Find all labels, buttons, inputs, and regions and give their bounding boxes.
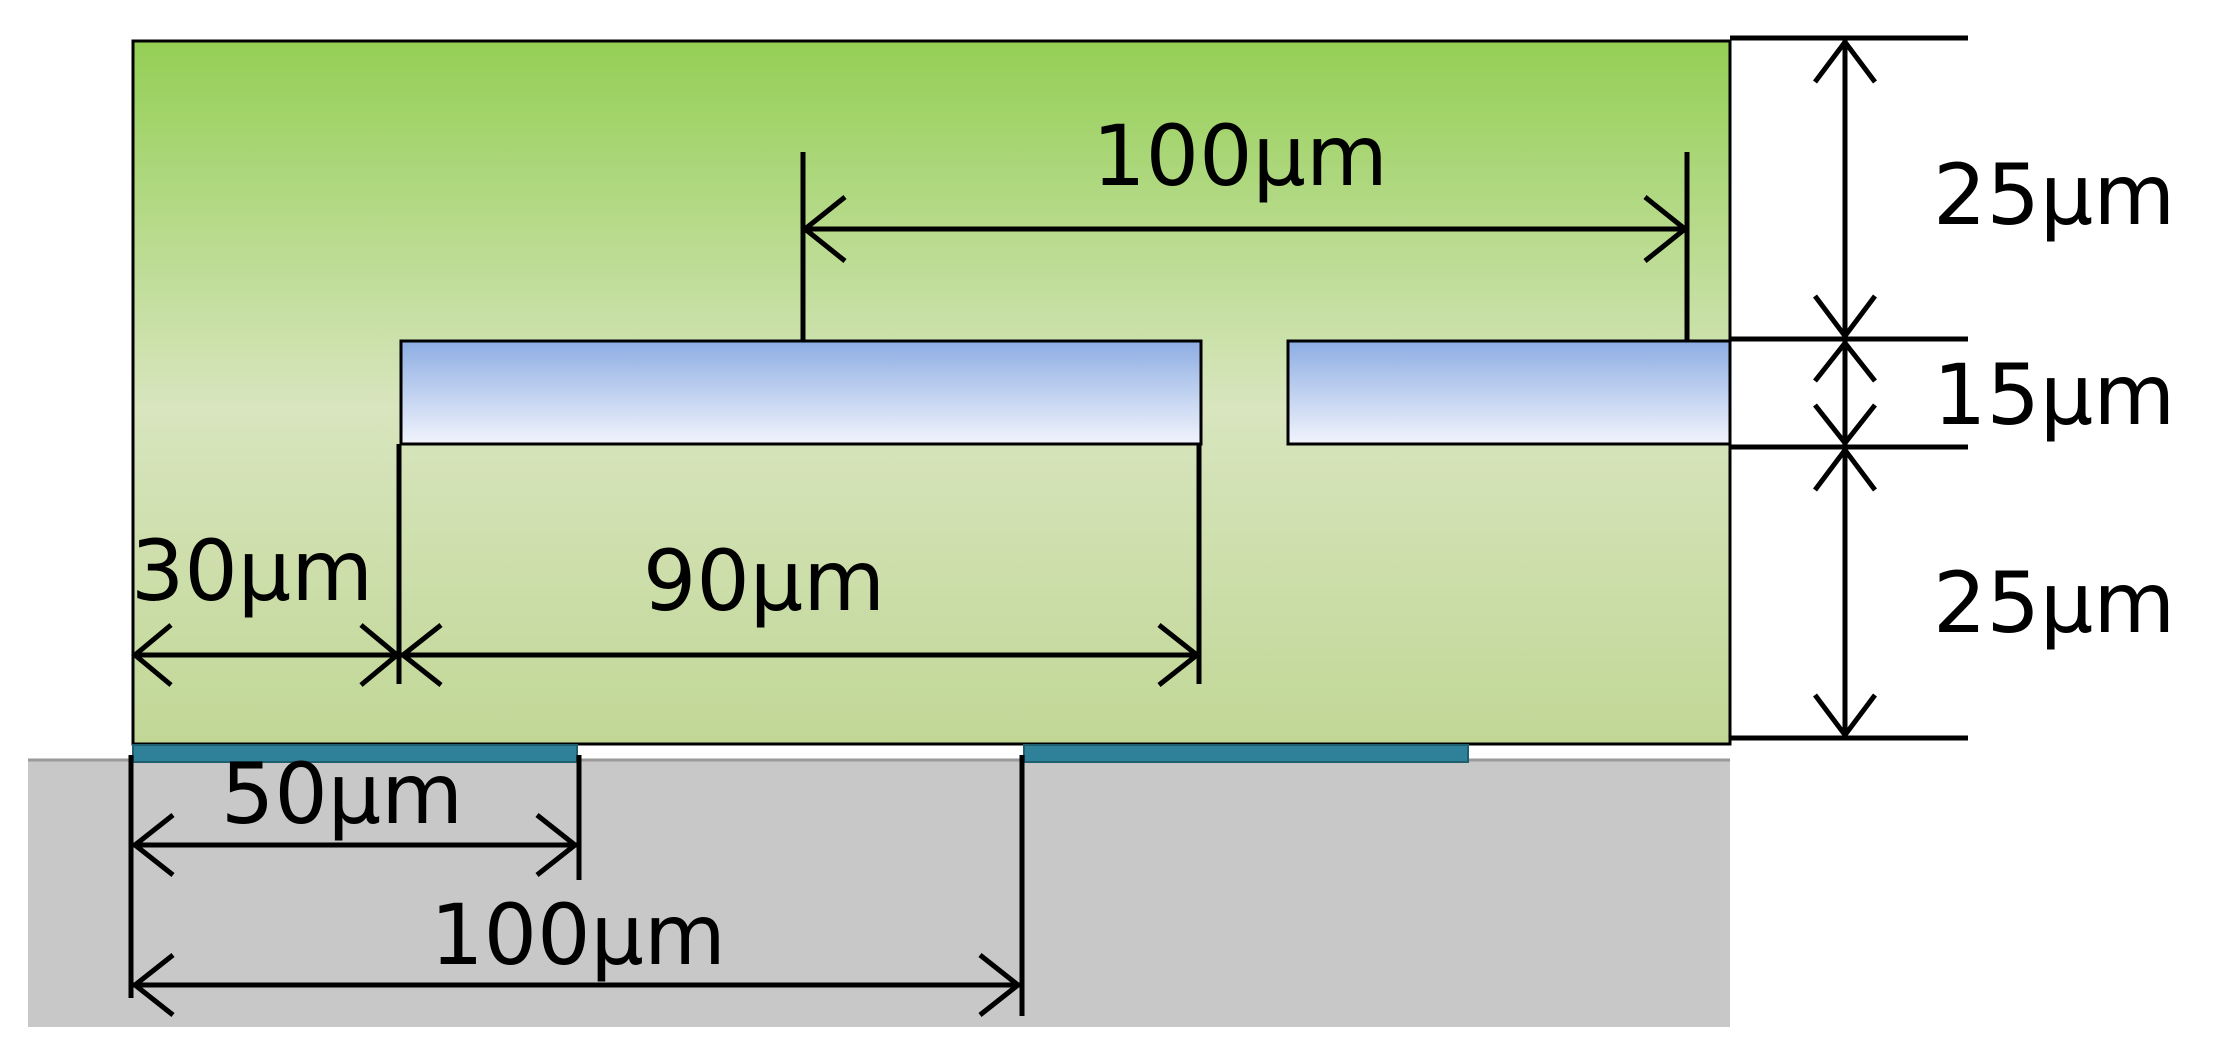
top-layer-arrow-down (1813, 294, 1877, 341)
bottom-layer-label: 25μm (1933, 554, 2175, 652)
top-pitch-arrow-left (800, 195, 847, 263)
pad-width-label: 50μm (221, 745, 463, 843)
pad-left (132, 744, 578, 763)
edge-offset-arrow-left (131, 623, 173, 687)
pad-right (1023, 744, 1469, 763)
pad-width-arrow-left (130, 813, 175, 877)
pad-pitch-arrow-right (978, 953, 1023, 1017)
conductor-left (399, 339, 1203, 446)
conductor-thickness-arrow-up (1813, 338, 1877, 383)
conductor-thickness-arrow-down (1813, 403, 1877, 448)
top-layer-arrow-up (1813, 37, 1877, 84)
pad-pitch-label: 100μm (430, 886, 726, 984)
edge-offset-arrow-right (359, 623, 401, 687)
conductor-thickness-label: 15μm (1933, 346, 2175, 444)
conductor-width-label: 90μm (643, 532, 885, 630)
top-layer-label: 25μm (1933, 146, 2175, 244)
top-pitch-arrow-right (1643, 195, 1690, 263)
conductor-right (1286, 339, 1732, 446)
bottom-layer-arrow-up (1813, 445, 1877, 492)
pad-width-arrow-right (535, 813, 580, 877)
conductor-width-arrow-right (1157, 623, 1202, 687)
pad-pitch-arrow-left (130, 953, 175, 1017)
top-pitch-label: 100μm (1092, 107, 1388, 205)
edge-offset-label: 30μm (131, 522, 373, 620)
conductor-width-arrow-left (398, 623, 443, 687)
bottom-layer-arrow-down (1813, 693, 1877, 740)
